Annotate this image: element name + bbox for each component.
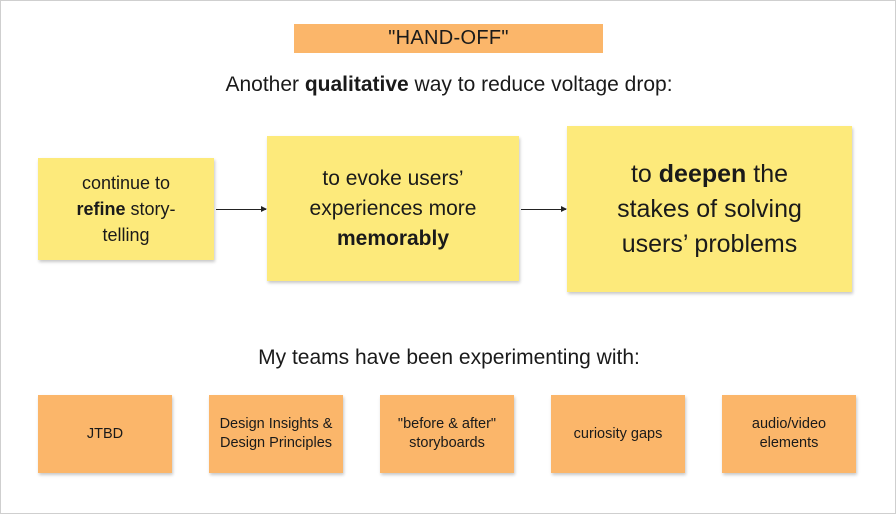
- hand-off-title-text: "HAND-OFF": [388, 27, 509, 49]
- subtitle-bold: qualitative: [304, 73, 409, 96]
- experimenting-heading: My teams have been experimenting with:: [258, 346, 640, 369]
- method-4-line-1: curiosity gaps: [573, 425, 663, 442]
- step-3-line-2: stakes of solving: [617, 194, 802, 223]
- method-1-line-1: JTBD: [86, 425, 124, 442]
- method-3-line-1: "before & after": [397, 416, 497, 432]
- method-5-line-1: audio/video: [751, 416, 827, 432]
- step-1-line-3: telling: [102, 225, 150, 245]
- step-3-suffix: the: [746, 159, 788, 188]
- subtitle-suffix: way to reduce voltage drop:: [408, 73, 673, 96]
- step-1-rest: story-: [125, 199, 176, 219]
- arrow-right-icon: [216, 206, 267, 212]
- method-2-line-2: Design Principles: [219, 435, 333, 451]
- step-sticky-deepen: to deepen the stakes of solving users’ p…: [567, 126, 852, 292]
- subtitle: Another qualitative way to reduce voltag…: [1, 73, 896, 97]
- step-2-bold: memorably: [336, 226, 450, 250]
- method-sticky-storyboards: "before & after" storyboards: [380, 395, 514, 473]
- method-2-line-1: Design Insights &: [219, 416, 333, 432]
- step-3-bold: deepen: [658, 159, 747, 188]
- subtitle-prefix: Another: [225, 73, 305, 96]
- method-sticky-curiosity-gaps: curiosity gaps: [551, 395, 685, 473]
- arrow-right-icon: [521, 206, 567, 212]
- method-3-line-2: storyboards: [409, 435, 485, 451]
- step-3-prefix: to: [630, 159, 659, 188]
- step-1-line-2: refine story-: [76, 196, 175, 222]
- method-sticky-audio-video: audio/video elements: [722, 395, 856, 473]
- hand-off-title: "HAND-OFF": [294, 24, 603, 53]
- step-3-line-1: to deepen the: [617, 157, 802, 192]
- step-2-line-3: memorably: [310, 224, 477, 254]
- step-1-bold: refine: [76, 199, 126, 219]
- method-5-line-2: elements: [759, 435, 819, 451]
- step-1-line-1: continue to: [81, 173, 171, 193]
- step-2-line-2: experiences more: [309, 196, 477, 220]
- step-sticky-refine: continue to refine story- telling: [38, 158, 214, 260]
- method-sticky-jtbd: JTBD: [38, 395, 172, 473]
- method-sticky-design-insights: Design Insights & Design Principles: [209, 395, 343, 473]
- step-2-line-1: to evoke users’: [322, 166, 464, 190]
- step-sticky-evoke: to evoke users’ experiences more memorab…: [267, 136, 519, 281]
- step-3-line-3: users’ problems: [621, 229, 798, 258]
